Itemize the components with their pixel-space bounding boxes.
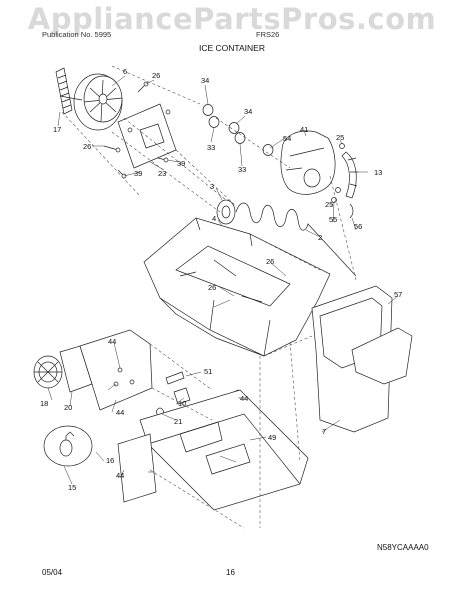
part-51-10-21 [156,371,243,417]
callout-label: 3 [210,182,214,191]
callout-label: 25 [325,200,333,209]
callout-label: 26 [266,257,274,266]
watermark-logo: AppliancePartsPros.com [27,2,437,36]
callout-label: 13 [374,168,382,177]
callout-label: 2 [318,233,322,242]
callout-label: 20 [64,403,72,412]
callout-label: 56 [354,222,362,231]
callout-labels: 6 26 17 26 39 23 39 34 33 34 33 54 41 25… [40,67,402,492]
part-17-plate [55,67,73,115]
callout-label: 15 [68,483,76,492]
callout-label: 18 [40,399,48,408]
part-15-16-lamp [43,425,93,467]
callout-label: 44 [116,408,124,417]
part-4-ice-bucket [143,217,331,357]
callout-label: 16 [106,456,114,465]
part-7-57-door [311,285,413,433]
callout-label: 44 [240,394,248,403]
callout-label: 33 [207,143,215,152]
callout-label: 51 [204,367,212,376]
part-3-2-spring [216,199,357,277]
callout-label: 33 [238,165,246,174]
part-18-motor [33,355,63,389]
callout-label: 26 [152,71,160,80]
callout-label: 17 [53,125,61,134]
callout-label: 34 [201,76,209,85]
callout-label: 26 [208,283,216,292]
page-title: ICE CONTAINER [199,43,265,53]
callout-label: 49 [268,433,276,442]
part-41-motor-housing [280,130,336,195]
part-6-auger [59,73,123,131]
callout-label: 39 [134,169,142,178]
callout-label: 41 [300,125,308,134]
model-number: FRS26 [256,30,280,39]
callout-label: 44 [108,337,116,346]
callout-label: 39 [177,159,185,168]
callout-label: 54 [283,134,291,143]
part-49-frame [117,389,309,511]
drawing-code: N58YCAAAA0 [377,543,429,552]
callout-label: 55 [329,215,337,224]
callout-label: 23 [158,169,166,178]
leader-lines [47,75,399,485]
callout-label: 44 [116,471,124,480]
part-13-arm [331,143,358,219]
footer-page-number: 16 [226,568,235,577]
part-20-motor-mount [59,329,153,411]
part-34-33-fittings [202,104,274,156]
callout-label: 7 [322,427,326,436]
callout-label: 34 [244,107,252,116]
callout-label: 10 [178,399,186,408]
callout-label: 6 [123,67,127,76]
publication-number: Publication No. 5995 [42,30,112,39]
callout-label: 26 [83,142,91,151]
callout-label: 57 [394,290,402,299]
alignment-lines [61,65,357,529]
callout-label: 4 [212,214,216,223]
footer-date: 05/04 [42,568,63,577]
callout-label: 25 [336,133,344,142]
callout-label: 21 [174,417,182,426]
